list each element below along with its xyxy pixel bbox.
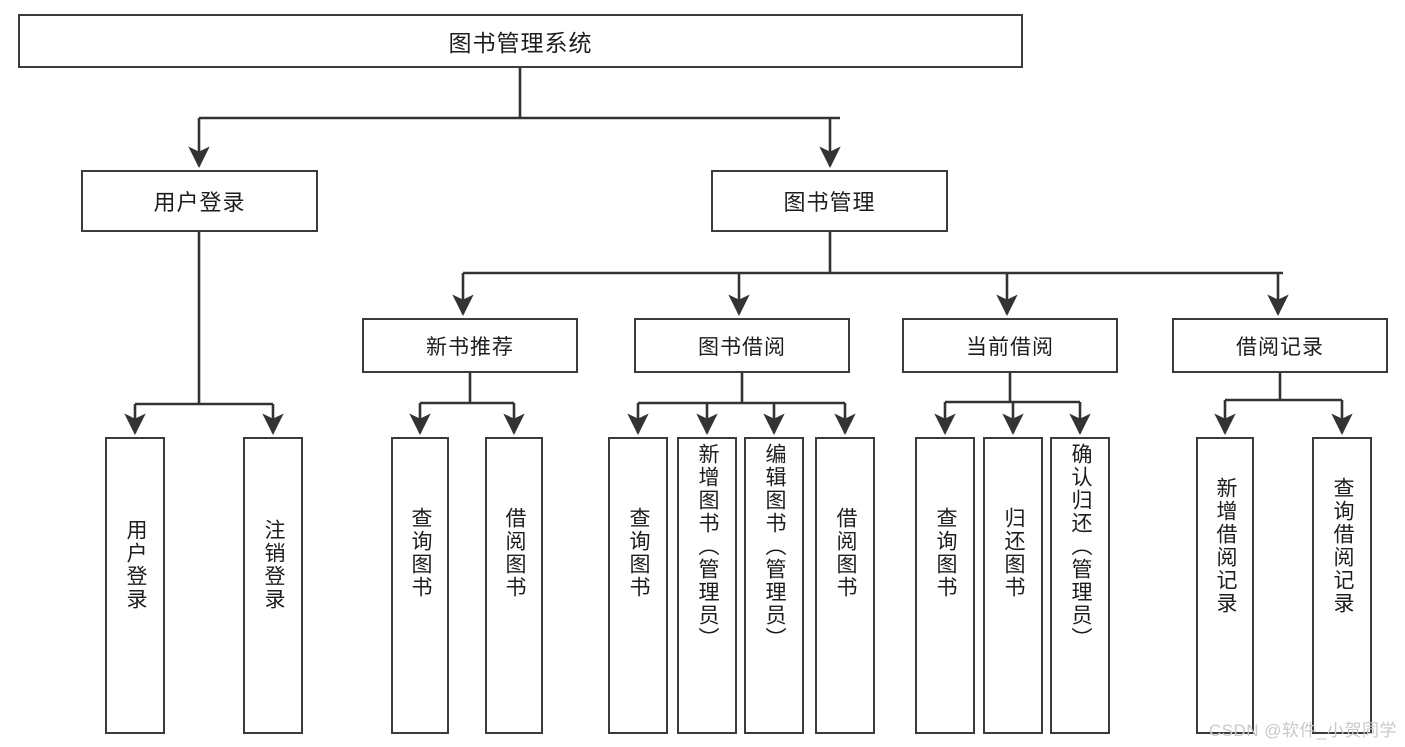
node-leaf-query-book-2-label: 查询图书	[627, 507, 651, 599]
node-root[interactable]: 图书管理系统	[18, 14, 1023, 68]
node-root-label: 图书管理系统	[448, 30, 593, 56]
node-leaf-query-book-3[interactable]: 查询图书	[915, 437, 975, 734]
node-book-borrow-label: 图书借阅	[698, 335, 786, 359]
node-book-manage-label: 图书管理	[783, 190, 876, 215]
node-new-book-recommend-label: 新书推荐	[426, 335, 514, 359]
node-leaf-edit-book[interactable]: 编辑图书（管理员）	[744, 437, 804, 734]
node-leaf-return-book[interactable]: 归还图书	[983, 437, 1043, 734]
node-book-borrow[interactable]: 图书借阅	[634, 318, 850, 373]
node-leaf-query-book-3-label: 查询图书	[934, 507, 958, 599]
node-leaf-add-record-label: 新增借阅记录	[1214, 477, 1238, 615]
node-leaf-confirm-return-label: 确认归还（管理员）	[1069, 443, 1093, 650]
node-leaf-query-book-1[interactable]: 查询图书	[391, 437, 449, 734]
node-current-borrow-label: 当前借阅	[966, 335, 1054, 359]
node-leaf-return-book-label: 归还图书	[1002, 507, 1026, 599]
node-new-book-recommend[interactable]: 新书推荐	[362, 318, 578, 373]
node-borrow-record-label: 借阅记录	[1236, 335, 1324, 359]
node-leaf-query-book-1-label: 查询图书	[409, 507, 433, 599]
node-leaf-query-record[interactable]: 查询借阅记录	[1312, 437, 1372, 734]
node-leaf-confirm-return[interactable]: 确认归还（管理员）	[1050, 437, 1110, 734]
node-leaf-add-record[interactable]: 新增借阅记录	[1196, 437, 1254, 734]
node-leaf-add-book[interactable]: 新增图书（管理员）	[677, 437, 737, 734]
node-book-manage[interactable]: 图书管理	[711, 170, 948, 232]
node-leaf-borrow-book-2[interactable]: 借阅图书	[815, 437, 875, 734]
node-leaf-borrow-book-1[interactable]: 借阅图书	[485, 437, 543, 734]
node-leaf-add-book-label: 新增图书（管理员）	[696, 443, 720, 650]
node-user-login-label: 用户登录	[153, 190, 246, 215]
node-leaf-user-logout-label: 注销登录	[262, 519, 286, 611]
node-leaf-query-record-label: 查询借阅记录	[1331, 477, 1355, 615]
node-current-borrow[interactable]: 当前借阅	[902, 318, 1118, 373]
node-leaf-borrow-book-2-label: 借阅图书	[834, 507, 858, 599]
node-borrow-record[interactable]: 借阅记录	[1172, 318, 1388, 373]
node-leaf-user-logout[interactable]: 注销登录	[243, 437, 303, 734]
node-leaf-user-login-label: 用户登录	[124, 519, 148, 611]
node-leaf-edit-book-label: 编辑图书（管理员）	[763, 443, 787, 650]
node-user-login[interactable]: 用户登录	[81, 170, 318, 232]
node-leaf-borrow-book-1-label: 借阅图书	[503, 507, 527, 599]
node-leaf-query-book-2[interactable]: 查询图书	[608, 437, 668, 734]
node-leaf-user-login[interactable]: 用户登录	[105, 437, 165, 734]
